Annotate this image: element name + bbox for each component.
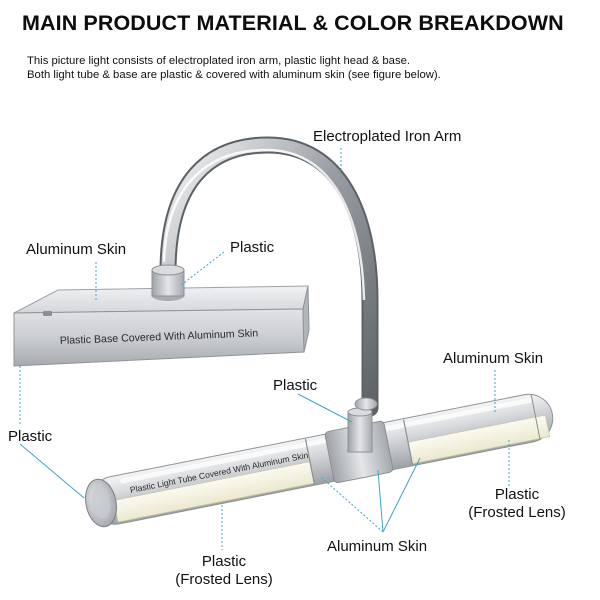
label-left-lens-line-2: (Frosted Lens) [175,571,273,588]
label-bottom-aluminum-skin: Aluminum Skin [327,538,428,555]
intro-line-1: This picture light consists of electropl… [27,55,411,67]
label-head-plastic: Plastic [273,377,318,394]
page-title: MAIN PRODUCT MATERIAL & COLOR BREAKDOWN [22,11,564,35]
leader-lines [19,148,510,550]
label-tube-aluminum-skin: Aluminum Skin [443,350,544,367]
label-right-lens-line-1: Plastic [494,486,540,503]
label-base-plastic: Plastic [230,239,275,256]
electroplated-iron-arm [159,136,379,417]
label-base-aluminum-skin: Aluminum Skin [26,241,127,258]
plastic-base: Plastic Base Covered With Aluminum Skin [13,264,310,367]
light-tube: Plastic Light Tube Covered With Aluminum… [85,393,554,528]
label-left-lens-line-1: Plastic [201,553,247,570]
intro-text: This picture light consists of electropl… [27,54,441,82]
intro-line-2: Both light tube & base are plastic & cov… [27,69,441,81]
label-end-cap-plastic: Plastic [8,428,53,445]
label-right-lens-line-2: (Frosted Lens) [468,504,566,521]
label-right-frosted-lens: Plastic (Frosted Lens) [468,486,566,522]
label-electroplated-iron-arm: Electroplated Iron Arm [313,128,462,145]
label-left-frosted-lens: Plastic (Frosted Lens) [175,553,273,589]
